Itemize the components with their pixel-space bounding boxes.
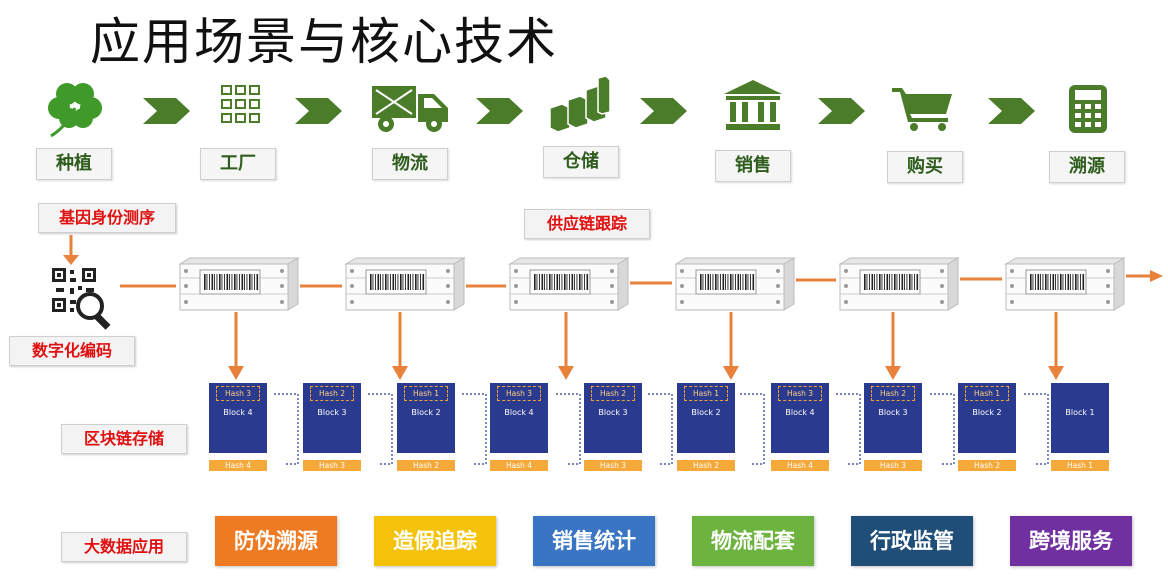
cart-icon	[892, 88, 952, 131]
block-prev-hash: Hash 3	[216, 386, 260, 401]
block-card: Hash 2 Block 3	[584, 383, 642, 453]
stage-label-planting: 种植	[36, 148, 112, 180]
block-prev-hash: Hash 2	[591, 386, 635, 401]
chevron-right-icon	[988, 98, 1035, 124]
boxes-icon	[549, 75, 610, 132]
chevron-right-icon	[640, 98, 687, 124]
app-anti-counterfeit[interactable]: 防伪溯源	[215, 516, 337, 566]
block-name: Block 4	[504, 408, 534, 417]
clover-icon	[48, 83, 102, 138]
chevron-right-icon	[818, 98, 865, 124]
block-name: Block 3	[317, 408, 347, 417]
block-prev-hash: Hash 2	[310, 386, 354, 401]
app-sales-stats[interactable]: 销售统计	[533, 516, 655, 566]
blockchain-storage-label: 区块链存储	[61, 424, 187, 454]
barcode-box-icon	[1004, 257, 1126, 311]
stage-label-trace: 溯源	[1049, 151, 1125, 183]
truck-icon	[372, 86, 448, 132]
calculator-icon	[1069, 85, 1107, 133]
app-crossborder[interactable]: 跨境服务	[1010, 516, 1132, 566]
stage-arrows	[143, 98, 1035, 124]
block-name: Block 1	[1065, 408, 1095, 417]
stage-label-logistics: 物流	[372, 148, 448, 180]
app-logistics[interactable]: 物流配套	[692, 516, 814, 566]
block-hash-tag: Hash 4	[490, 460, 548, 471]
block-name: Block 4	[785, 408, 815, 417]
stage-label-purchase: 购买	[887, 151, 963, 183]
block-card: Hash 1 Block 2	[397, 383, 455, 453]
barcode-box-icon	[344, 257, 466, 311]
block-name: Block 2	[691, 408, 721, 417]
app-regulation[interactable]: 行政监管	[851, 516, 973, 566]
supply-chain-label: 供应链跟踪	[524, 209, 650, 239]
barcode-box-icon	[508, 257, 630, 311]
block-card: Hash 2 Block 3	[864, 383, 922, 453]
block-hash-tag: Hash 3	[864, 460, 922, 471]
block-card: Hash 1 Block 2	[677, 383, 735, 453]
block-hash-tag: Hash 4	[771, 460, 829, 471]
bank-icon	[724, 80, 782, 130]
block-hash-tag: Hash 3	[584, 460, 642, 471]
block-name: Block 3	[598, 408, 628, 417]
block-hash-tag: Hash 2	[677, 460, 735, 471]
page-title: 应用场景与核心技术	[90, 13, 558, 71]
block-name: Block 3	[878, 408, 908, 417]
block-prev-hash: Hash 1	[404, 386, 448, 401]
digital-coding-label: 数字化编码	[9, 336, 135, 366]
chevron-right-icon	[295, 98, 342, 124]
qr-code-icon	[52, 268, 111, 330]
block-prev-hash: Hash 3	[497, 386, 541, 401]
block-hash-tag: Hash 2	[958, 460, 1016, 471]
chevron-right-icon	[143, 98, 190, 124]
chevron-right-icon	[476, 98, 523, 124]
block-name: Block 2	[972, 408, 1002, 417]
grid-icon	[221, 85, 260, 123]
app-fraud-tracking[interactable]: 造假追踪	[374, 516, 496, 566]
stage-label-storage: 仓储	[543, 146, 619, 178]
block-card: Block 1	[1051, 383, 1109, 453]
block-name: Block 4	[223, 408, 253, 417]
block-card: Hash 3 Block 4	[209, 383, 267, 453]
block-prev-hash: Hash 1	[684, 386, 728, 401]
block-card: Hash 1 Block 2	[958, 383, 1016, 453]
block-card: Hash 3 Block 4	[490, 383, 548, 453]
block-name: Block 2	[411, 408, 441, 417]
gene-sequencing-label: 基因身份测序	[38, 203, 176, 233]
stage-label-sales: 销售	[715, 150, 791, 182]
block-card: Hash 3 Block 4	[771, 383, 829, 453]
barcode-box-icon	[178, 257, 300, 311]
barcode-box-icon	[674, 257, 796, 311]
block-prev-hash: Hash 1	[965, 386, 1009, 401]
block-hash-tag: Hash 3	[303, 460, 361, 471]
block-prev-hash: Hash 2	[871, 386, 915, 401]
bigdata-label: 大数据应用	[61, 532, 187, 562]
barcode-box-icon	[838, 257, 960, 311]
block-hash-tag: Hash 2	[397, 460, 455, 471]
block-hash-tag: Hash 4	[209, 460, 267, 471]
block-prev-hash: Hash 3	[778, 386, 822, 401]
block-card: Hash 2 Block 3	[303, 383, 361, 453]
stage-label-factory: 工厂	[200, 148, 276, 180]
block-hash-tag: Hash 1	[1051, 460, 1109, 471]
